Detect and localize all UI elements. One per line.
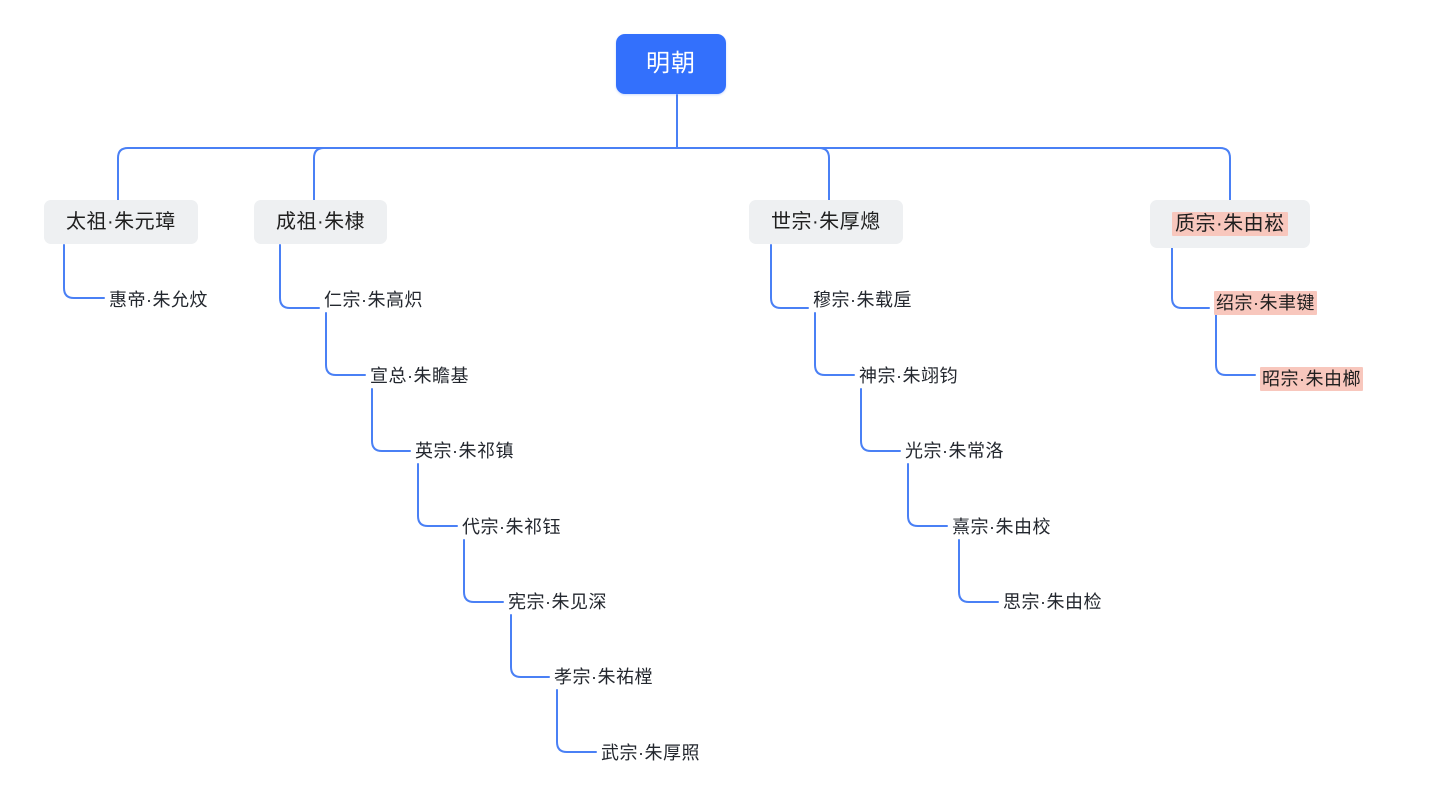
node-guangzong[interactable]: 光宗·朱常洛	[904, 439, 1005, 463]
node-chengzu[interactable]: 成祖·朱棣	[254, 200, 388, 244]
node-shaozong-label: 绍宗·朱聿键	[1214, 291, 1317, 315]
node-guangzong-label: 光宗·朱常洛	[905, 441, 1004, 461]
edge-shaozong-zhaozong	[1215, 312, 1256, 376]
edge-guangzong-xizong	[907, 463, 948, 527]
node-zhaozong[interactable]: 昭宗·朱由榔	[1259, 364, 1364, 394]
node-shizong[interactable]: 世宗·朱厚熜	[749, 200, 903, 244]
node-muzong-label: 穆宗·朱载垕	[813, 290, 912, 310]
root-node-label: 明朝	[646, 50, 696, 77]
node-xizong-label: 熹宗·朱由校	[952, 517, 1051, 537]
edge-root-to-zhizong	[676, 147, 1231, 201]
node-zhizong[interactable]: 质宗·朱由崧	[1150, 200, 1310, 248]
root-node[interactable]: 明朝	[616, 34, 726, 94]
edge-yingzong-daizong	[417, 463, 458, 527]
node-xiaozong-label: 孝宗·朱祐樘	[554, 667, 653, 687]
edge-shenzong-guangzong	[860, 388, 901, 452]
node-shenzong[interactable]: 神宗·朱翊钧	[858, 364, 959, 388]
edge-xizong-sizong	[958, 539, 999, 603]
node-xizong[interactable]: 熹宗·朱由校	[951, 515, 1052, 539]
edge-shizong-muzong	[770, 244, 809, 309]
node-renzong[interactable]: 仁宗·朱高炽	[323, 288, 424, 312]
node-chengzu-label: 成祖·朱棣	[276, 211, 366, 233]
node-shaozong[interactable]: 绍宗·朱聿键	[1213, 288, 1318, 318]
edge-root-to-chengzu	[313, 147, 678, 201]
node-xianzong-label: 宪宗·朱见深	[508, 592, 607, 612]
node-taizu[interactable]: 太祖·朱元璋	[44, 200, 198, 244]
node-muzong[interactable]: 穆宗·朱载垕	[812, 288, 913, 312]
node-shenzong-label: 神宗·朱翊钧	[859, 366, 958, 386]
edge-chengzu-renzong	[279, 244, 320, 309]
edge-renzong-xuanzong	[325, 312, 366, 376]
node-renzong-label: 仁宗·朱高炽	[324, 290, 423, 310]
node-taizu-label: 太祖·朱元璋	[66, 211, 176, 233]
node-xianzong[interactable]: 宪宗·朱见深	[507, 590, 608, 614]
node-xuanzong[interactable]: 宣总·朱瞻基	[369, 364, 470, 388]
node-xiaozong[interactable]: 孝宗·朱祐樘	[553, 665, 654, 689]
node-sizong[interactable]: 思宗·朱由检	[1002, 590, 1103, 614]
node-shizong-label: 世宗·朱厚熜	[771, 211, 881, 233]
edge-root-to-taizu	[117, 147, 678, 201]
node-wuzong[interactable]: 武宗·朱厚照	[600, 741, 701, 765]
edge-root-to-shizong	[676, 147, 830, 201]
edge-xiaozong-wuzong	[556, 689, 597, 753]
node-zhaozong-label: 昭宗·朱由榔	[1260, 367, 1363, 391]
node-xuanzong-label: 宣总·朱瞻基	[370, 366, 469, 386]
node-huidi-label: 惠帝·朱允炆	[109, 290, 208, 310]
node-yingzong[interactable]: 英宗·朱祁镇	[414, 439, 515, 463]
edge-xuanzong-yingzong	[371, 388, 411, 452]
node-wuzong-label: 武宗·朱厚照	[601, 743, 700, 763]
node-huidi[interactable]: 惠帝·朱允炆	[108, 288, 209, 312]
edge-muzong-shenzong	[814, 312, 855, 376]
node-sizong-label: 思宗·朱由检	[1003, 592, 1102, 612]
node-yingzong-label: 英宗·朱祁镇	[415, 441, 514, 461]
edge-zhizong-shaozong	[1171, 244, 1210, 309]
node-zhizong-label: 质宗·朱由崧	[1172, 212, 1288, 236]
edge-taizu-huidi	[63, 244, 105, 299]
node-daizong[interactable]: 代宗·朱祁钰	[461, 515, 562, 539]
edge-xianzong-xiaozong	[510, 614, 550, 678]
edge-daizong-xianzong	[463, 539, 504, 603]
node-daizong-label: 代宗·朱祁钰	[462, 517, 561, 537]
